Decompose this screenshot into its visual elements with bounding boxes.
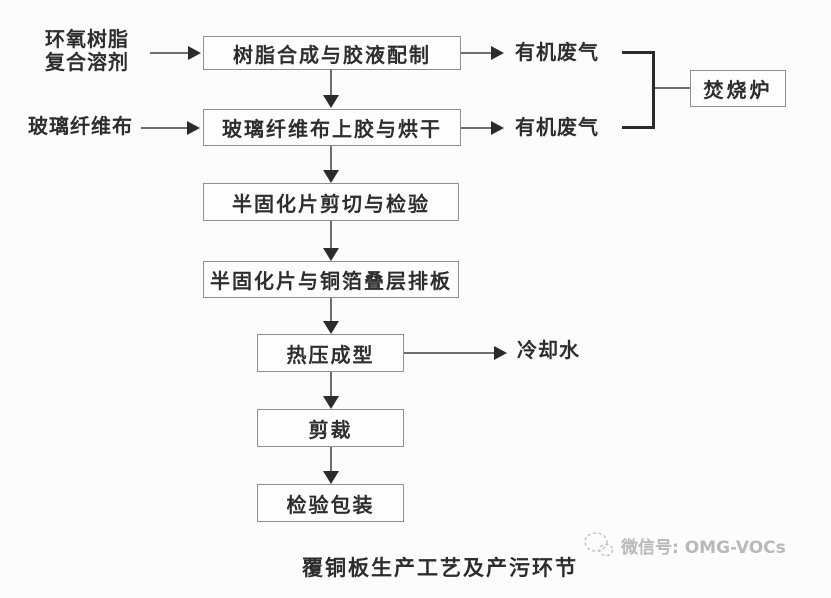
arrowhead-down-icon [323, 248, 339, 261]
bracket-vertical-line [652, 51, 655, 129]
arrow-line-epoxy-to-s1 [150, 52, 190, 54]
connector-bracket-to-incinerator [655, 87, 690, 89]
arrow-line-s1-to-s2 [330, 69, 332, 96]
arrowhead-down-icon [323, 170, 339, 183]
bracket-bottom-line [622, 126, 655, 129]
output-label-waste-gas-bottom: 有机废气 [515, 117, 599, 139]
arrowhead-down-icon [323, 321, 339, 334]
arrowhead-down-icon [323, 95, 339, 108]
input-label-glass-cloth: 玻璃纤维布 [28, 116, 133, 138]
arrow-line-s1-to-waste-gas [461, 52, 493, 54]
process-box-prepreg-cutting-inspection: 半固化片剪切与检验 [203, 183, 459, 221]
wechat-chat-bubble-icon [584, 532, 614, 557]
arrow-line-s4-to-s5 [330, 298, 332, 322]
arrow-line-s2-to-s3 [330, 146, 332, 171]
watermark: 微信号: OMG-VOCs [583, 531, 786, 559]
arrowhead-down-icon [323, 471, 339, 484]
arrowhead-right-icon [494, 346, 507, 360]
arrowhead-right-icon [491, 46, 504, 60]
process-box-hot-press-forming: 热压成型 [257, 334, 404, 372]
process-box-resin-synthesis: 树脂合成与胶液配制 [203, 36, 461, 70]
process-box-inspection-packaging: 检验包装 [257, 484, 404, 522]
input-label-epoxy-solvent: 环氧树脂 复合溶剂 [45, 29, 129, 75]
arrow-line-s2-to-waste-gas [461, 127, 493, 129]
treatment-box-incinerator: 焚烧炉 [690, 70, 786, 107]
output-label-waste-gas-top: 有机废气 [515, 42, 599, 64]
arrowhead-right-icon [491, 121, 504, 135]
arrow-line-s3-to-s4 [330, 221, 332, 249]
arrow-line-glass-to-s2 [141, 127, 189, 129]
arrow-line-s5-to-cooling-water [404, 352, 496, 354]
bracket-top-line [622, 51, 655, 54]
watermark-text: 微信号: OMG-VOCs [621, 537, 786, 558]
arrowhead-right-icon [188, 46, 201, 60]
arrowhead-down-icon [323, 396, 339, 409]
output-label-cooling-water: 冷却水 [517, 340, 580, 362]
arrow-line-s5-to-s6 [330, 372, 332, 397]
process-box-prepreg-copper-foil-stacking: 半固化片与铜箔叠层排板 [203, 261, 459, 298]
diagram-caption: 覆铜板生产工艺及产污环节 [302, 556, 578, 580]
process-box-glass-cloth-coating-drying: 玻璃纤维布上胶与烘干 [203, 109, 461, 146]
arrow-line-s6-to-s7 [330, 447, 332, 472]
process-box-cutting: 剪裁 [257, 409, 404, 447]
input-epoxy-line2: 复合溶剂 [45, 52, 129, 74]
input-epoxy-line1: 环氧树脂 [45, 29, 129, 51]
arrowhead-right-icon [187, 121, 200, 135]
